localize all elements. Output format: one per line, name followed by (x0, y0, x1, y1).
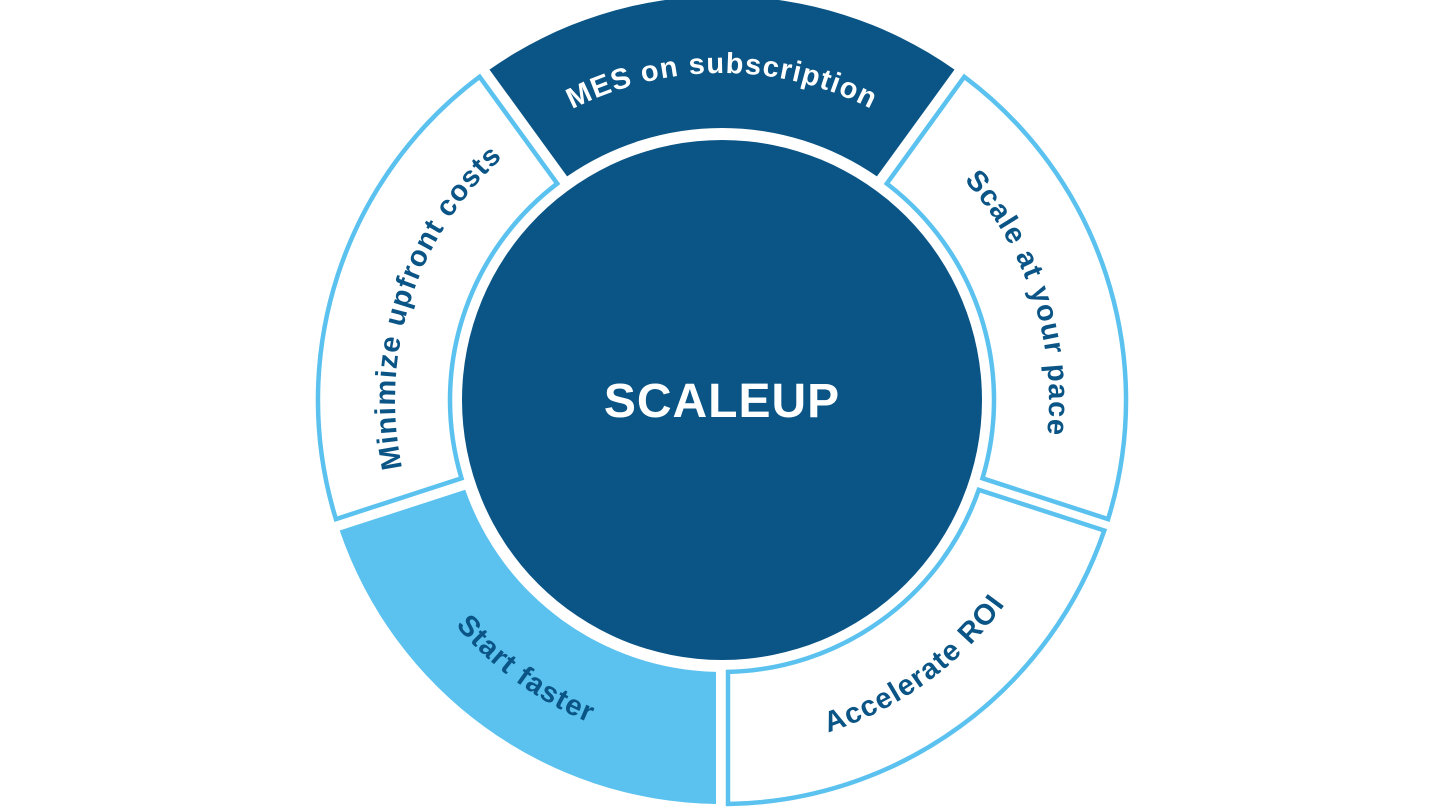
segment-mes-on-subscription (489, 0, 955, 177)
segment-start-faster (339, 489, 716, 804)
segment-accelerate-roi (725, 486, 1108, 807)
ring-segments (315, 0, 1129, 807)
center-circle (462, 140, 982, 660)
center-label: SCALEUP (604, 375, 840, 428)
segment-minimize-upfront-costs (315, 73, 561, 522)
segment-scale-at-your-pace (883, 73, 1129, 522)
